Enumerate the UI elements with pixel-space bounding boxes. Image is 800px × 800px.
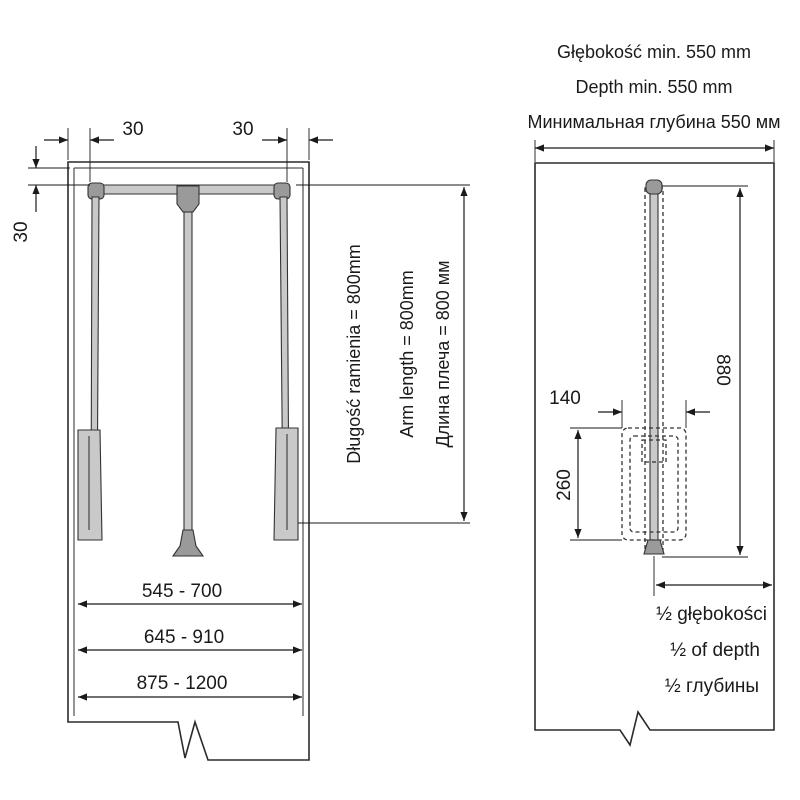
depth-en-label: Depth min. 550 mm xyxy=(575,77,732,97)
dim-top-left-label: 30 xyxy=(122,119,143,140)
side-cabinet-outline xyxy=(534,162,775,747)
dim-side-label: 30 xyxy=(11,221,32,242)
arm-length-pl-label: Długość ramienia = 800mm xyxy=(344,244,364,464)
half-depth-en-label: ½ of depth xyxy=(670,640,760,661)
dim-top-right-label: 30 xyxy=(232,119,253,140)
lift-left-side-plate xyxy=(77,429,103,541)
dim-140-label: 140 xyxy=(549,388,581,409)
depth-pl-label: Głębokość min. 550 mm xyxy=(557,42,751,62)
side-basket-clip xyxy=(641,439,667,463)
dim-880-label: 880 xyxy=(712,354,733,386)
side-handle-grip xyxy=(643,539,665,555)
dim-width-1-label: 545 - 700 xyxy=(142,581,222,602)
half-depth-pl-label: ½ głębokości xyxy=(656,604,767,625)
lift-handle-rod xyxy=(183,211,193,533)
dim-width-3-label: 875 - 1200 xyxy=(137,673,228,694)
lift-right-side-plate xyxy=(273,427,299,541)
side-arm xyxy=(649,189,659,546)
lift-handle-grip xyxy=(171,529,205,557)
front-view: 30 30 30 545 - 700 645 - 910 875 - 1200 … xyxy=(11,119,470,761)
half-depth-ru-label: ½ глубины xyxy=(665,676,759,697)
side-arm-top-cap xyxy=(645,179,663,195)
depth-ru-label: Минимальная глубина 550 мм xyxy=(528,112,781,132)
arm-length-en-label: Arm length = 800mm xyxy=(397,270,417,438)
dim-width-2-label: 645 - 910 xyxy=(144,627,224,648)
front-cabinet-outline xyxy=(67,161,310,761)
dim-260-label: 260 xyxy=(554,469,575,501)
lift-center-bracket xyxy=(176,185,200,213)
arm-length-ru-label: Длина плеча = 800 мм xyxy=(433,260,453,447)
side-view: Głębokość min. 550 mm Depth min. 550 mm … xyxy=(528,42,781,747)
